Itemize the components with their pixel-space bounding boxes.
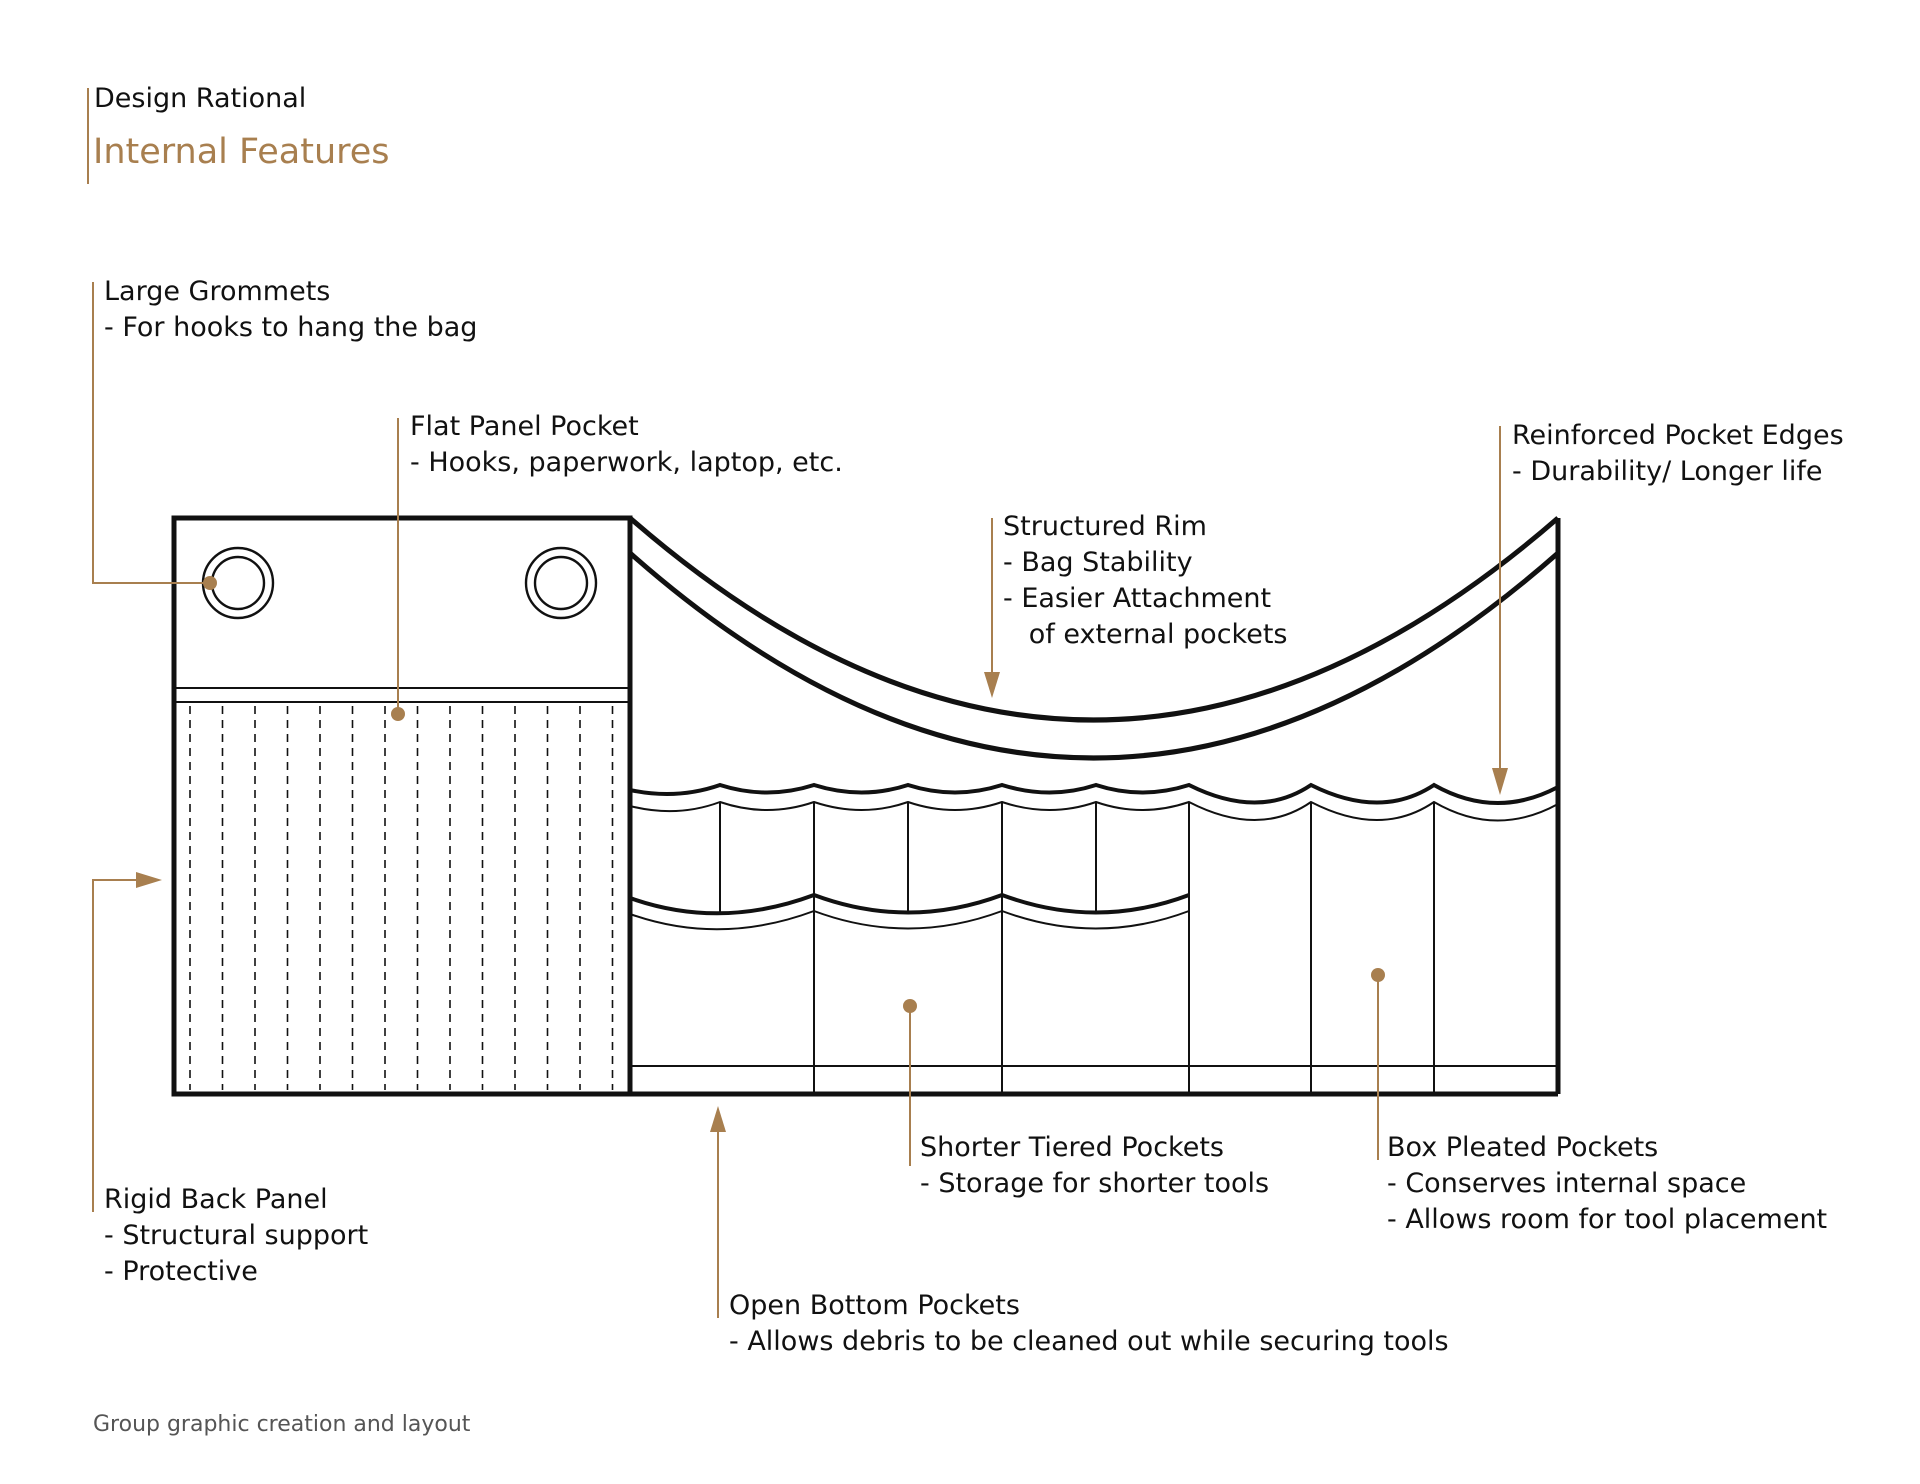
label-detail: of external pockets bbox=[1003, 619, 1288, 650]
callout-back-panel bbox=[92, 879, 148, 1212]
label-detail: - For hooks to hang the bag bbox=[104, 312, 478, 343]
label-title: Flat Panel Pocket bbox=[410, 411, 639, 442]
label-box-pleated-pockets: Box Pleated Pockets - Conserves internal… bbox=[1387, 1130, 1827, 1238]
label-title: Reinforced Pocket Edges bbox=[1512, 420, 1844, 451]
label-shorter-tiered-pockets: Shorter Tiered Pockets - Storage for sho… bbox=[920, 1130, 1269, 1202]
callout-tiered-dot bbox=[903, 999, 917, 1013]
structured-rim bbox=[628, 516, 1560, 723]
callout-reinforced-arrow bbox=[1492, 768, 1508, 795]
pocket-body bbox=[628, 516, 1561, 1097]
label-flat-panel-pocket: Flat Panel Pocket - Hooks, paperwork, la… bbox=[410, 409, 843, 481]
callout-grommets bbox=[92, 282, 210, 584]
label-title: Large Grommets bbox=[104, 276, 331, 307]
upper-scallop-row bbox=[629, 782, 1559, 805]
callout-open-bottom-arrow bbox=[710, 1106, 726, 1132]
label-title: Rigid Back Panel bbox=[104, 1184, 328, 1215]
label-detail: - Durability/ Longer life bbox=[1512, 456, 1823, 487]
label-detail: - Allows room for tool placement bbox=[1387, 1204, 1828, 1235]
label-title: Box Pleated Pockets bbox=[1387, 1132, 1659, 1163]
label-title: Structured Rim bbox=[1003, 511, 1207, 542]
label-detail: - Structural support bbox=[104, 1220, 369, 1251]
label-structured-rim: Structured Rim - Bag Stability - Easier … bbox=[1003, 509, 1287, 653]
label-reinforced-pocket-edges: Reinforced Pocket Edges - Durability/ Lo… bbox=[1512, 418, 1844, 490]
label-title: Open Bottom Pockets bbox=[729, 1290, 1020, 1321]
flat-panel bbox=[171, 515, 633, 1097]
footer-credit: Group graphic creation and layout bbox=[93, 1412, 471, 1437]
label-detail: - Conserves internal space bbox=[1387, 1168, 1747, 1199]
callout-box-pleated-dot bbox=[1371, 968, 1385, 982]
label-detail: - Hooks, paperwork, laptop, etc. bbox=[410, 447, 843, 478]
callout-grommets-dot bbox=[203, 576, 217, 590]
label-large-grommets: Large Grommets - For hooks to hang the b… bbox=[104, 274, 477, 346]
label-open-bottom-pockets: Open Bottom Pockets - Allows debris to b… bbox=[729, 1288, 1449, 1360]
page-subtitle: Internal Features bbox=[93, 132, 390, 172]
label-detail: - Allows debris to be cleaned out while … bbox=[729, 1326, 1449, 1357]
label-title: Shorter Tiered Pockets bbox=[920, 1132, 1224, 1163]
label-detail: - Bag Stability bbox=[1003, 547, 1193, 578]
label-rigid-back-panel: Rigid Back Panel - Structural support - … bbox=[104, 1182, 368, 1290]
callout-rim-arrow bbox=[984, 672, 1000, 698]
label-detail: - Storage for shorter tools bbox=[920, 1168, 1270, 1199]
label-detail: - Protective bbox=[104, 1256, 258, 1287]
callout-back-panel-arrow bbox=[136, 872, 162, 888]
lower-scallop-row bbox=[629, 892, 1190, 916]
callout-flat-panel-dot bbox=[391, 707, 405, 721]
page-title: Design Rational bbox=[94, 83, 307, 114]
grommet-right bbox=[524, 546, 598, 620]
label-detail: - Easier Attachment bbox=[1003, 583, 1272, 614]
